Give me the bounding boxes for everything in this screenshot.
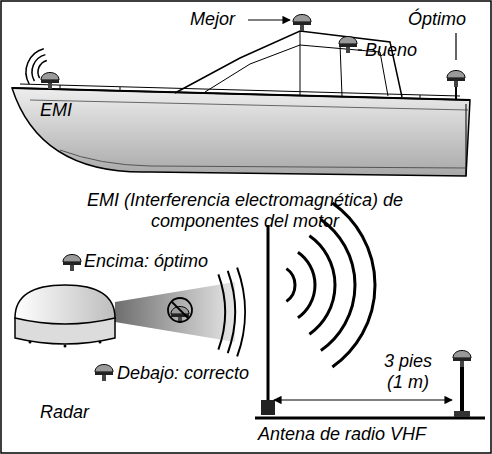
wave-arc [286, 269, 295, 302]
radar [15, 282, 235, 348]
gps-antenna [63, 255, 81, 272]
gps-antennas [41, 15, 471, 382]
wave-arc [309, 236, 335, 334]
wave-arc [298, 252, 315, 318]
antenna-pole [455, 87, 457, 100]
label: Óptimo [408, 9, 466, 30]
label: Mejor [190, 9, 235, 30]
prohibition-slash [172, 302, 188, 318]
dimension-line [274, 399, 452, 400]
wave-arc [321, 219, 355, 350]
label: Radar [40, 402, 89, 423]
label: Encima: óptimo [84, 251, 208, 272]
gps-antenna [339, 37, 357, 54]
wave-arc [237, 268, 245, 357]
label: Antena de radio VHF [258, 424, 426, 445]
gps-antenna [453, 351, 471, 368]
leader-line [455, 33, 456, 60]
boat [12, 31, 470, 176]
wave-arc [228, 271, 235, 353]
leader-line [358, 49, 362, 50]
prohibition-sign [168, 298, 192, 322]
gps-antenna [41, 73, 59, 90]
wave-arc [218, 274, 225, 349]
gps-antenna [447, 71, 465, 88]
gps-antenna [293, 15, 311, 32]
label: Debajo: correcto [117, 363, 249, 384]
label: EMI [40, 100, 72, 121]
label: Bueno [365, 40, 417, 61]
gps-antenna [95, 365, 113, 382]
leader-line [248, 19, 290, 20]
label: EMI (Interferencia electromagnética) de … [70, 190, 420, 232]
label: 3 pies (1 m) [376, 351, 440, 393]
